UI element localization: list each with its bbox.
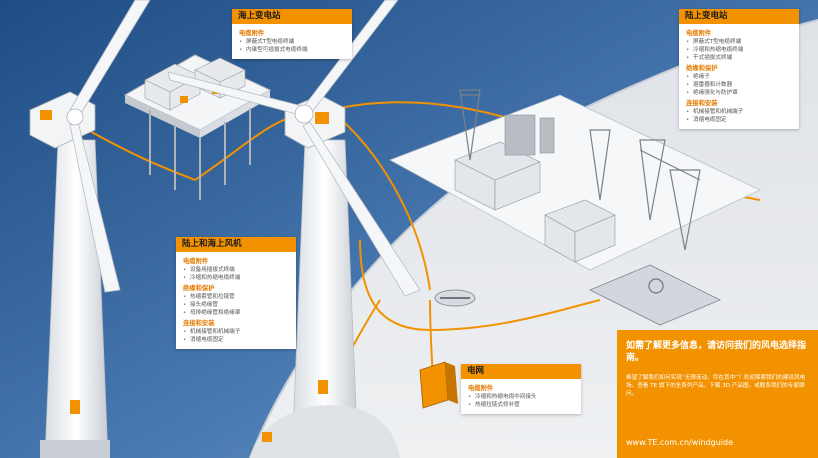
- list-item: 冷缩和热缩电缆终端: [686, 46, 792, 54]
- list-item: 避雷器和计数器: [686, 81, 792, 89]
- wind-turbine-left: [29, 0, 151, 458]
- list-item: 冷缩和热缩电缆中间接头: [468, 393, 574, 401]
- list-item: 消缩电缆固定: [183, 336, 289, 344]
- list-item: 机械接管和机械端子: [686, 108, 792, 116]
- list-item: 消缩电缆固定: [686, 116, 792, 124]
- info-body: 希望了解我们如何实现“无限连动，尽在其中”？欢迎探索我们的建设风电场。查看 TE…: [626, 375, 806, 397]
- section-title: 电缆附件: [468, 385, 494, 392]
- section-title: 电缆附件: [686, 30, 712, 37]
- onshore-substation-title: 陆上变电站: [679, 9, 799, 24]
- section-title: 电缆附件: [239, 30, 265, 37]
- list-item: 内锥型可插拔式电缆终端: [239, 46, 345, 54]
- cable-joint: [434, 289, 476, 307]
- grid-title: 电网: [461, 364, 581, 379]
- list-item: 机械接管和机械端子: [183, 328, 289, 336]
- offshore-substation-title: 海上变电站: [232, 9, 352, 24]
- list-item: 绝缘强化与防护罩: [686, 89, 792, 97]
- wind-turbine-title: 陆上和海上风机: [176, 237, 296, 252]
- list-item: 干式插拔式终端: [686, 54, 792, 62]
- section-title: 连接和安装: [686, 100, 718, 107]
- list-item: 绝缘子: [686, 73, 792, 81]
- grid-callout: 电网 电缆附件 冷缩和热缩电缆中间接头 热缩拉链式修补管: [461, 364, 581, 414]
- onshore-substation: [389, 89, 761, 326]
- wind-turbine-callout: 陆上和海上风机 电缆附件 设备用插拔式终端 冷缩和热缩电缆终端 绝缘和保护 热缩…: [176, 237, 296, 349]
- section-title: 绝缘和保护: [183, 285, 215, 292]
- windguide-link[interactable]: www.TE.com.cn/windguide: [626, 438, 733, 447]
- list-item: 冷缩和热缩电缆终端: [183, 274, 289, 282]
- list-item: 屏蔽式T型电缆终端: [239, 38, 345, 46]
- grid-cabinet: [419, 361, 458, 409]
- section-title: 绝缘和保护: [686, 65, 718, 72]
- list-item: 设备用插拔式终端: [183, 266, 289, 274]
- info-panel: 如需了解更多信息，请访问我们的风电选择指南。 希望了解我们如何实现“无限连动，尽…: [617, 330, 818, 458]
- section-title: 连接和安装: [183, 320, 215, 327]
- section-title: 电缆附件: [183, 258, 209, 265]
- list-item: 热缩拉链式修补管: [468, 401, 574, 409]
- list-item: 热缩套管和拉链管: [183, 293, 289, 301]
- info-heading: 如需了解更多信息，请访问我们的风电选择指南。: [626, 341, 807, 363]
- list-item: 母排绝缘管和绝缘罩: [183, 309, 289, 317]
- list-item: 屏蔽式T型电缆终端: [686, 38, 792, 46]
- list-item: 接头绝缘管: [183, 301, 289, 309]
- offshore-substation-callout: 海上变电站 电缆附件 屏蔽式T型电缆终端 内锥型可插拔式电缆终端: [232, 9, 352, 59]
- onshore-substation-callout: 陆上变电站 电缆附件 屏蔽式T型电缆终端 冷缩和热缩电缆终端 干式插拔式终端 绝…: [679, 9, 799, 129]
